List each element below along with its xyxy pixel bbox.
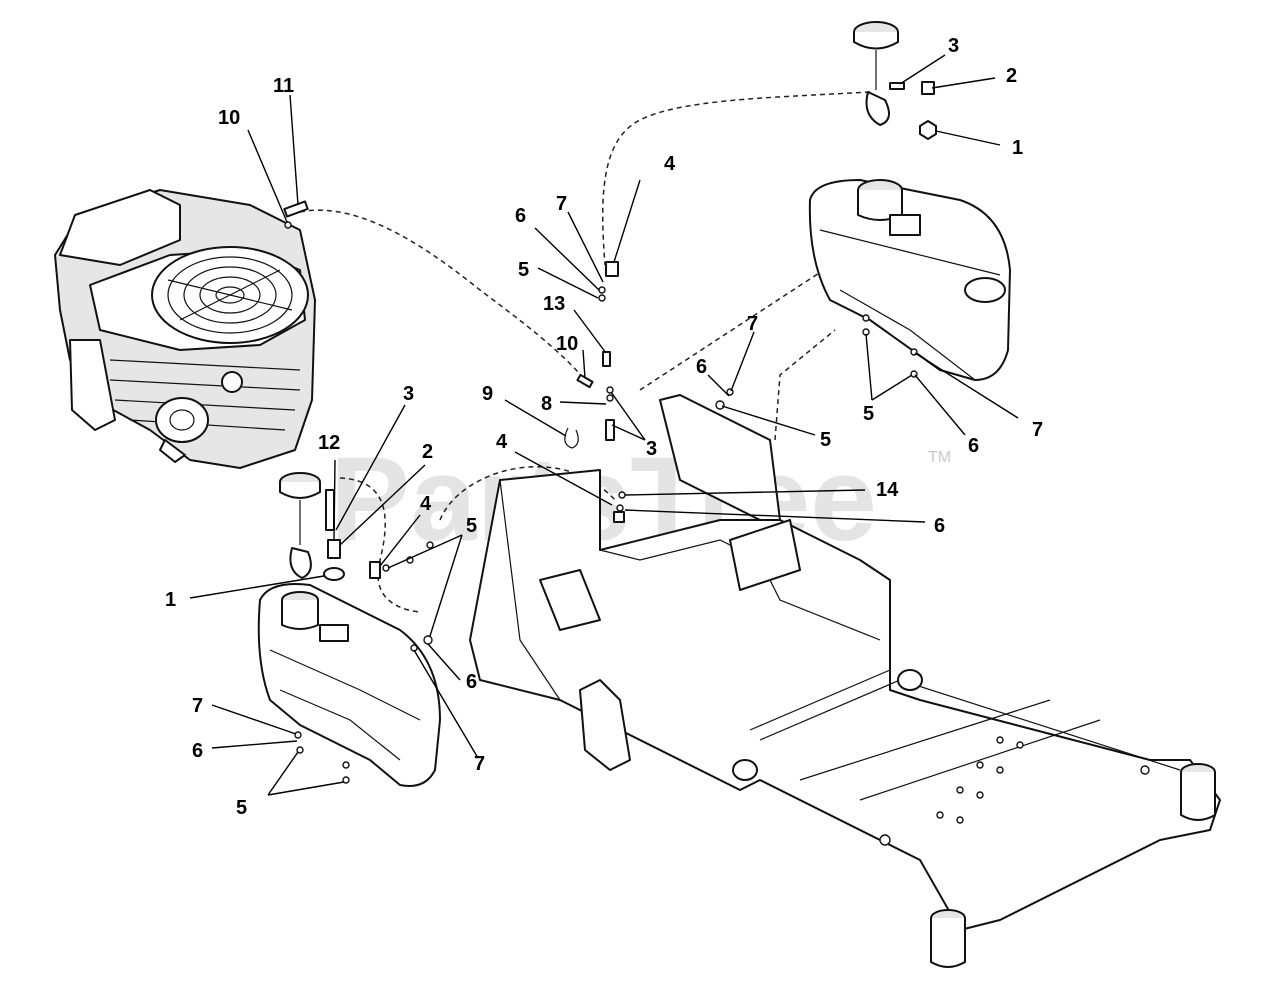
callout-7-right-tank: 7 [1032,419,1043,441]
watermark-trademark: TM [928,449,951,466]
callout-4-left: 4 [420,493,432,515]
engine [54,189,316,469]
callout-5-left-tank: 5 [236,797,247,819]
callout-1-top: 1 [1012,137,1023,159]
callout-7-left-tank: 7 [192,695,203,717]
callout-5-left: 5 [466,515,477,537]
callout-1-left: 1 [165,589,176,611]
callout-6-frame: 6 [934,515,945,537]
callout-10-center: 10 [556,333,578,355]
fuel-cap-left [279,472,381,581]
callout-7-left-line: 7 [474,753,485,775]
callout-8-center: 8 [541,393,552,415]
callout-5-center: 5 [518,259,529,281]
callout-7-center: 7 [556,193,567,215]
callout-3-left: 3 [403,383,414,405]
callout-10-engine: 10 [218,107,240,129]
fuel-tank-left [257,583,441,787]
callout-3-top: 3 [948,35,959,57]
callout-4-frame: 4 [496,431,508,453]
callout-14-frame: 14 [876,479,899,501]
leader-lines [189,54,1019,796]
fuel-cap-right [853,21,937,140]
callout-5-right-bracket: 5 [820,429,831,451]
mower-frame [469,394,1221,968]
callout-11-engine: 11 [273,75,294,97]
hardware [294,261,918,784]
callout-5-right-tank: 5 [863,403,874,425]
fuel-tank-right [808,179,1011,381]
callout-12-left: 12 [318,432,340,454]
callout-9-center: 9 [482,383,493,405]
callout-13-center: 13 [543,293,565,315]
callout-2-left: 2 [422,441,433,463]
callout-7-right-bracket: 7 [747,313,758,335]
callout-labels: 11 10 3 2 1 4 7 6 5 13 10 9 8 3 7 6 5 5 … [165,35,1043,819]
callout-2-top: 2 [1006,65,1017,87]
callout-6-center: 6 [515,205,526,227]
callout-4-center: 4 [664,153,676,175]
callout-3-center: 3 [646,438,657,460]
frame-holes [879,736,1150,846]
callout-6-right-tank: 6 [968,435,979,457]
callout-6-right-bracket: 6 [696,356,707,378]
callout-6-left-line: 6 [466,671,477,693]
callout-6-left-tank: 6 [192,740,203,762]
